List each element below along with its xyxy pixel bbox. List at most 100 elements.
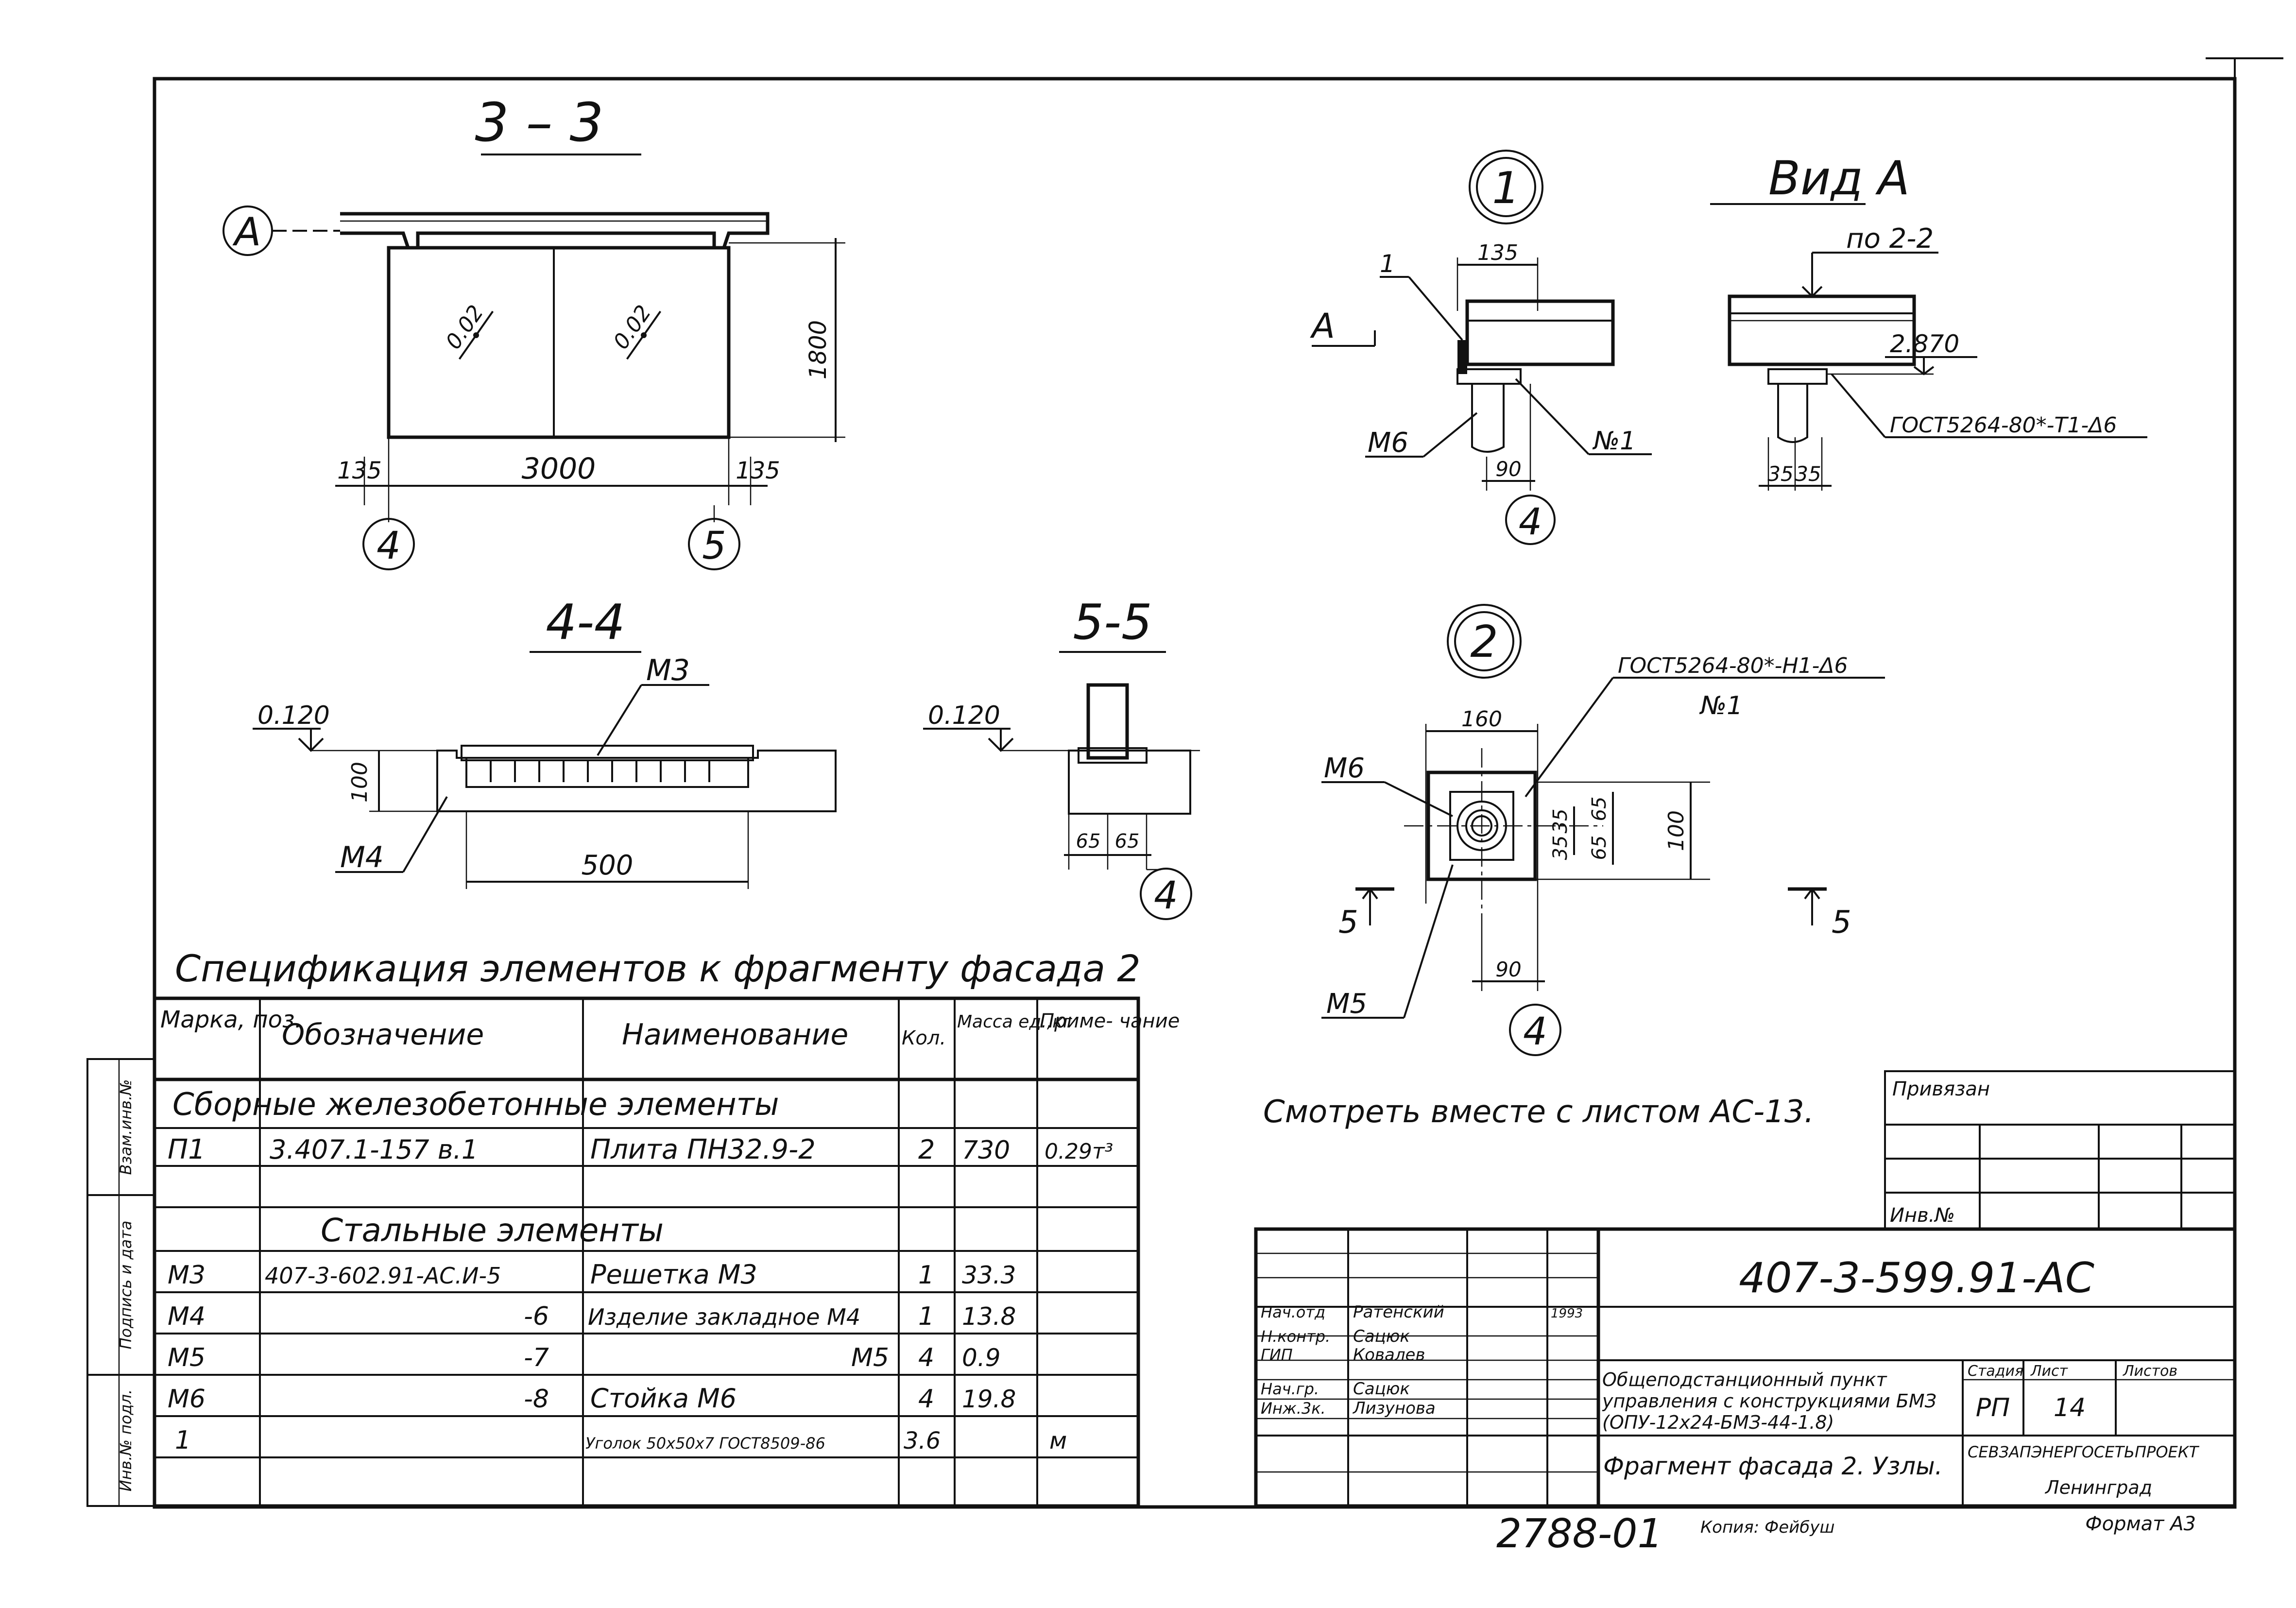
spec-row-m6-qty: 4 — [918, 1385, 934, 1414]
binding-stamp-inv: Инв.№ — [1890, 1204, 1955, 1227]
organization-city: Ленинград — [2044, 1477, 2152, 1498]
spec-row-m5-name: М5 — [851, 1343, 889, 1372]
node-2-weld-no: №1 — [1699, 691, 1743, 720]
axis-4-label-node1: 4 — [1519, 500, 1542, 543]
view-a-dim-35-a: 35 — [1767, 462, 1793, 486]
spec-row-1-mark: 1 — [175, 1426, 191, 1455]
spec-row-m3-mark: М3 — [168, 1261, 206, 1290]
node-2-dim-160: 160 — [1461, 707, 1502, 732]
spec-row-1-note: м — [1049, 1427, 1067, 1454]
spec-row-m6-designation: -8 — [524, 1385, 549, 1414]
staff-role-2: ГИП — [1261, 1346, 1293, 1364]
spec-row-m6-mark: М6 — [168, 1385, 206, 1414]
drawing-title: Фрагмент фасада 2. Узлы. — [1603, 1452, 1943, 1480]
node-1-weld-no: №1 — [1592, 427, 1636, 456]
spec-header-mass: Масса ед.,кг — [957, 1012, 1073, 1032]
spec-header-note: Приме- чание — [1040, 1010, 1180, 1032]
axis-5-label: 5 — [702, 524, 726, 568]
dim-65-b: 65 — [1115, 830, 1140, 853]
spec-row-m4-designation: -6 — [524, 1302, 549, 1331]
spec-group-steel: Стальные элементы — [321, 1212, 664, 1249]
side-stamp-signature: Подпись и дата — [117, 1220, 135, 1349]
spec-row-m4-name: Изделие закладное М4 — [588, 1304, 860, 1330]
spec-header-designation: Обозначение — [282, 1018, 484, 1052]
dim-span-3000: 3000 — [522, 452, 596, 486]
node-1-pos-1: 1 — [1380, 250, 1395, 278]
dim-width-500: 500 — [582, 850, 634, 881]
node-2-dim-65-b: 65 — [1588, 836, 1611, 860]
view-a: Вид А по 2-2 2.870 ГОСТ5264-80*-Т1-Δ6 35… — [1710, 151, 2147, 491]
section-3-3-title: 3 – 3 — [475, 91, 604, 154]
spec-row-m4-mass: 13.8 — [962, 1302, 1016, 1331]
view-a-ref: по 2-2 — [1846, 223, 1934, 255]
stage-value: РП — [1976, 1393, 2010, 1422]
drawing-code: 407-3-599.91-АС — [1739, 1254, 2094, 1302]
node-2-weld: ГОСТ5264-80*-Н1-Δ6 — [1618, 653, 1848, 678]
specification-table: Спецификация элементов к фрагменту фасад… — [86, 947, 1180, 1508]
spec-row-m6-mass: 19.8 — [962, 1385, 1016, 1413]
spec-row-p1-designation: 3.407.1-157 в.1 — [270, 1134, 478, 1165]
label-m4: M4 — [340, 840, 384, 874]
spec-row-m5-mass: 0.9 — [962, 1344, 1001, 1372]
spec-row-1-qty: 3.6 — [904, 1427, 941, 1454]
staff-name-4: Лизунова — [1352, 1399, 1436, 1418]
node-2-dim-90: 90 — [1495, 958, 1521, 981]
spec-row-m5-qty: 4 — [918, 1343, 934, 1372]
organization: СЕВЗАПЭНЕРГОСЕТЬПРОЕКТ — [1968, 1443, 2199, 1461]
section-5-5-title: 5-5 — [1073, 594, 1152, 650]
node-2: 2 ГОСТ5264-80*-Н1-Δ6 №1 160 M6 35 35 65 … — [1321, 604, 1885, 1056]
spec-row-m3-mass: 33.3 — [962, 1261, 1016, 1289]
view-a-arrow-label: A — [1310, 306, 1335, 346]
staff-date-0: 1993 — [1551, 1306, 1583, 1321]
copy-stamp: Копия: Фейбуш — [1700, 1518, 1834, 1537]
spec-row-m5-designation: -7 — [524, 1343, 549, 1372]
view-a-title: Вид А — [1768, 151, 1910, 205]
spec-row-1-name: Уголок 50х50х7 ГОСТ8509-86 — [585, 1434, 825, 1453]
dim-65-a: 65 — [1076, 830, 1101, 853]
label-m3: M3 — [646, 653, 690, 687]
sheets-header: Листов — [2123, 1363, 2177, 1380]
staff-role-1: Н.контр. — [1261, 1327, 1330, 1346]
view-a-weld: ГОСТ5264-80*-Т1-Δ6 — [1890, 413, 2117, 438]
sheet-format: Формат А3 — [2085, 1513, 2196, 1535]
view-a-dim-35-b: 35 — [1795, 462, 1821, 486]
staff-role-3: Нач.гр. — [1261, 1380, 1319, 1398]
node-2-number: 2 — [1470, 616, 1498, 667]
node-2-dim-100: 100 — [1664, 810, 1689, 851]
see-also-note: Смотреть вместе с листом АС-13. — [1263, 1094, 1814, 1130]
spec-row-p1-note: 0.29т³ — [1045, 1139, 1113, 1164]
staff-role-0: Нач.отд — [1261, 1303, 1325, 1321]
spec-title: Спецификация элементов к фрагменту фасад… — [175, 947, 1141, 990]
spec-header-name: Наименование — [622, 1018, 848, 1052]
section-3-3: 3 – 3 A 0.02 0.02 1800 — [223, 91, 845, 570]
node-1-label-m6: M6 — [1368, 427, 1408, 459]
dim-height-1800: 1800 — [805, 320, 832, 379]
view-a-level: 2.870 — [1890, 330, 1959, 358]
spec-header-mark: Марка, поз. — [160, 1006, 302, 1033]
node-1-number: 1 — [1492, 163, 1520, 214]
binding-stamp-label: Привязан — [1892, 1078, 1990, 1100]
spec-row-m4-mark: М4 — [168, 1302, 206, 1331]
title-block: Нач.отд Ратенский 1993 Н.контр. Сацюк ГИ… — [1254, 1227, 2237, 1508]
axis-4-label-55: 4 — [1154, 874, 1178, 918]
sheet-header: Лист — [2030, 1363, 2069, 1380]
spec-row-m4-qty: 1 — [918, 1302, 934, 1331]
node-1: 1 135 1 A M6 №1 90 4 — [1310, 150, 1652, 545]
dim-right-135: 135 — [736, 457, 780, 484]
dim-left-135: 135 — [337, 457, 382, 484]
stage-header: Стадия — [1968, 1363, 2023, 1380]
callout-a-label: A — [232, 209, 261, 255]
archive-number: 2788-01 — [1496, 1511, 1663, 1557]
axis-4-label-node2: 4 — [1523, 1010, 1547, 1054]
project-name: Общеподстанционный пункт управления с ко… — [1602, 1369, 1936, 1433]
level-0120-a: 0.120 — [257, 701, 330, 730]
staff-name-3: Сацюк — [1353, 1379, 1410, 1399]
node-2-dim-65-a: 65 — [1588, 797, 1611, 821]
section-mark-5-left: 5 — [1338, 905, 1358, 941]
staff-name-1: Сацюк — [1353, 1327, 1410, 1346]
spec-row-m5-mark: М5 — [168, 1343, 206, 1372]
staff-name-2: Ковалев — [1353, 1345, 1425, 1365]
node-2-dim-35-b: 35 — [1549, 836, 1572, 860]
dim-90-node1: 90 — [1495, 457, 1521, 481]
